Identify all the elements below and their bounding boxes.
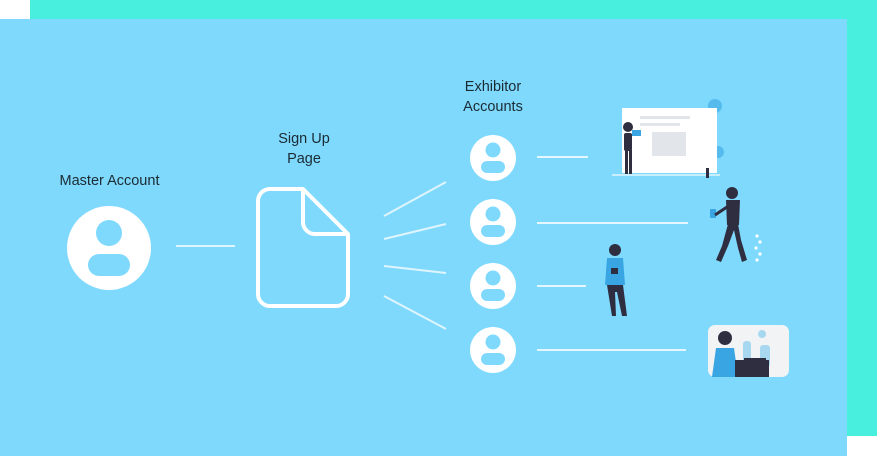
connectors-signup-to-exhibitors bbox=[383, 181, 447, 330]
connectors-exhibitors-to-illustrations bbox=[537, 156, 688, 351]
signup-page-label-line1: Sign Up bbox=[278, 131, 330, 147]
exhibitor-user-icon-3 bbox=[470, 263, 516, 309]
signup-document-icon bbox=[256, 187, 350, 308]
standing-person-illustration bbox=[605, 244, 627, 316]
master-account-label: Master Account bbox=[59, 173, 160, 189]
exhibitor-user-icon-2 bbox=[470, 199, 516, 245]
desk-meeting-illustration bbox=[708, 325, 789, 377]
exhibitor-user-icon-1 bbox=[470, 135, 516, 181]
exhibitor-user-icon-4 bbox=[470, 327, 516, 373]
exhibitor-accounts-label-line1: Exhibitor bbox=[464, 79, 522, 95]
signup-page-label-line2: Page bbox=[287, 151, 321, 167]
exhibitor-accounts-label-line2: Accounts bbox=[463, 99, 523, 115]
walking-person-illustration bbox=[710, 187, 762, 262]
master-account-user-icon bbox=[67, 206, 151, 290]
presenter-illustration bbox=[612, 99, 724, 178]
